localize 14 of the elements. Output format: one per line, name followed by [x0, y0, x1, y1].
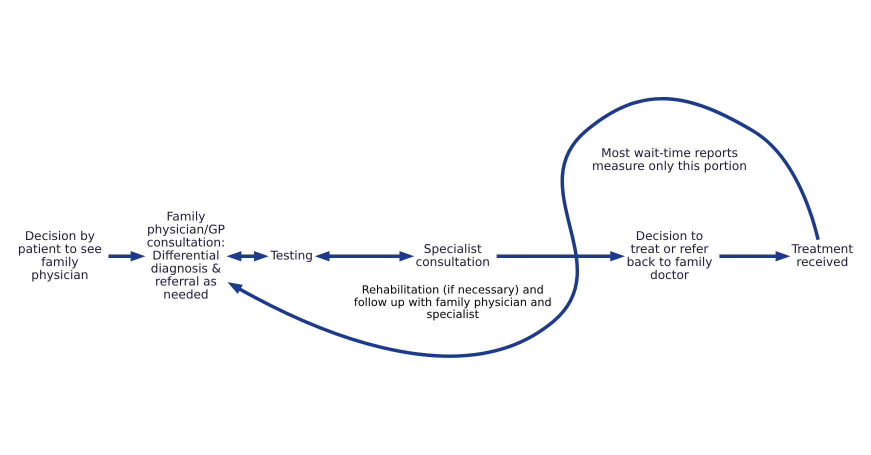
- arrow: [314, 251, 414, 262]
- arrow: [496, 251, 625, 262]
- arrow: [227, 97, 820, 358]
- node-text: Specialist consultation: [416, 242, 490, 269]
- label: Most wait-time reports measure only this portion: [592, 146, 747, 174]
- edge-label: Rehabilitation (if necessary) and follow up with family physician and specialist: [354, 284, 552, 321]
- arrow: [226, 251, 269, 262]
- node-text: Testing: [270, 248, 313, 262]
- arrow: [719, 251, 790, 262]
- node-text: Family physician/GP consultation: Differential diagnosis & referral as needed: [146, 210, 226, 302]
- arrow: [108, 251, 146, 262]
- node-text: Treatment received: [792, 242, 854, 269]
- node-text: Decision to treat or refer back to family doctor: [626, 229, 712, 282]
- node-text: Decision by patient to see family physician: [18, 229, 102, 282]
